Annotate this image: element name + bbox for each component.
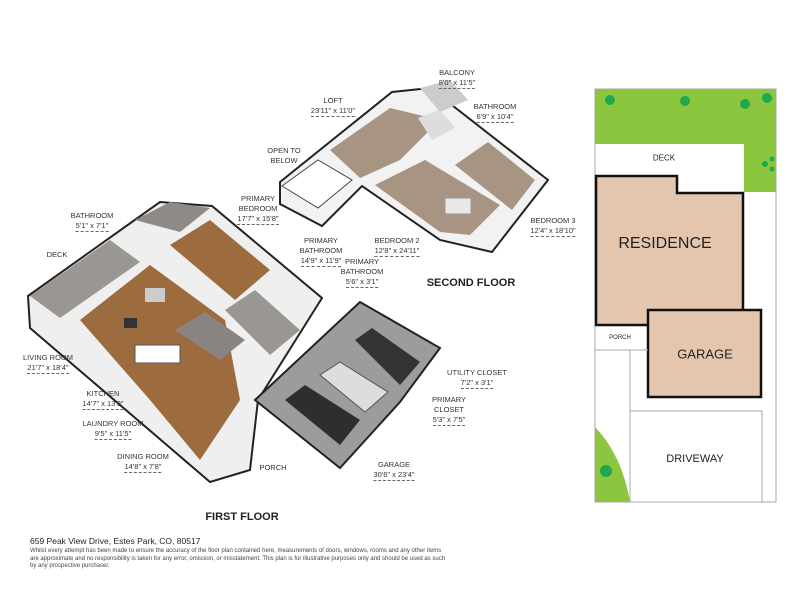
room-label-deck: DECK	[47, 250, 68, 260]
room-name: KITCHEN	[86, 389, 120, 398]
site-plan	[594, 88, 777, 503]
room-label-open-to-below: OPEN TO BELOW	[264, 146, 304, 166]
room-name: UTILITY CLOSET	[447, 368, 507, 377]
room-name: DINING ROOM	[117, 452, 169, 461]
room-name: BATHROOM	[473, 102, 517, 111]
room-name: GARAGE	[377, 460, 411, 469]
first-floor-title: FIRST FLOOR	[205, 511, 279, 523]
room-name: PORCH	[259, 463, 287, 472]
site-deck-label: DECK	[652, 153, 676, 163]
room-dimensions: 23'11" x 11'0"	[310, 106, 356, 117]
room-dimensions: 17'7" x 15'8"	[237, 214, 279, 225]
room-dimensions: 12'8" x 24'11"	[374, 246, 420, 257]
room-dimensions: 14'7" x 13'9"	[82, 399, 124, 410]
room-dimensions: 7'2" x 3'1"	[460, 378, 494, 389]
room-name: BEDROOM 3	[530, 216, 576, 225]
room-dimensions: 5'3" x 7'5"	[432, 415, 466, 426]
garage-plan	[253, 300, 442, 470]
room-name: PRIMARY CLOSET	[431, 395, 467, 414]
second-floor-plan	[279, 80, 550, 254]
room-name: BEDROOM 2	[374, 236, 420, 245]
site-garage-label: GARAGE	[677, 346, 733, 362]
disclaimer-text: Whilst every attempt has been made to en…	[30, 548, 446, 569]
site-driveway-label: DRIVEWAY	[666, 453, 724, 465]
room-dimensions: 5'6" x 3'1"	[345, 277, 379, 288]
property-address: 659 Peak View Drive, Estes Park, CO, 805…	[30, 536, 201, 546]
room-name: OPEN TO BELOW	[267, 146, 301, 165]
site-porch-label: PORCH	[609, 335, 631, 341]
room-dimensions: 14'9" x 11'9"	[300, 256, 342, 267]
room-dimensions: 9'5" x 11'5"	[94, 429, 132, 440]
room-dimensions: 12'4" x 18'10"	[530, 226, 576, 237]
room-dimensions: 21'7" x 18'4"	[27, 363, 69, 374]
room-name: LOFT	[323, 96, 343, 105]
room-dimensions: 5'1" x 7'1"	[75, 221, 109, 232]
room-dimensions: 30'6" x 23'4"	[373, 470, 415, 481]
room-name: BALCONY	[439, 68, 475, 77]
room-name: LIVING ROOM	[22, 353, 74, 362]
site-residence-label: RESIDENCE	[618, 235, 712, 252]
room-label-porch: PORCH	[259, 463, 286, 473]
room-name: BATHROOM	[70, 211, 114, 220]
room-name: DECK	[46, 250, 68, 259]
room-name: PRIMARY BATHROOM	[340, 257, 384, 276]
room-name: LAUNDRY ROOM	[82, 419, 144, 428]
room-dimensions: 8'0" x 11'5"	[438, 78, 476, 89]
second-floor-title: SECOND FLOOR	[426, 277, 516, 289]
room-name: PRIMARY BEDROOM	[238, 194, 278, 213]
first-floor-plan	[26, 200, 324, 484]
room-dimensions: 14'8" x 7'8"	[124, 462, 162, 473]
room-name: PRIMARY BATHROOM	[299, 236, 343, 255]
room-dimensions: 6'9" x 10'4"	[476, 112, 514, 123]
